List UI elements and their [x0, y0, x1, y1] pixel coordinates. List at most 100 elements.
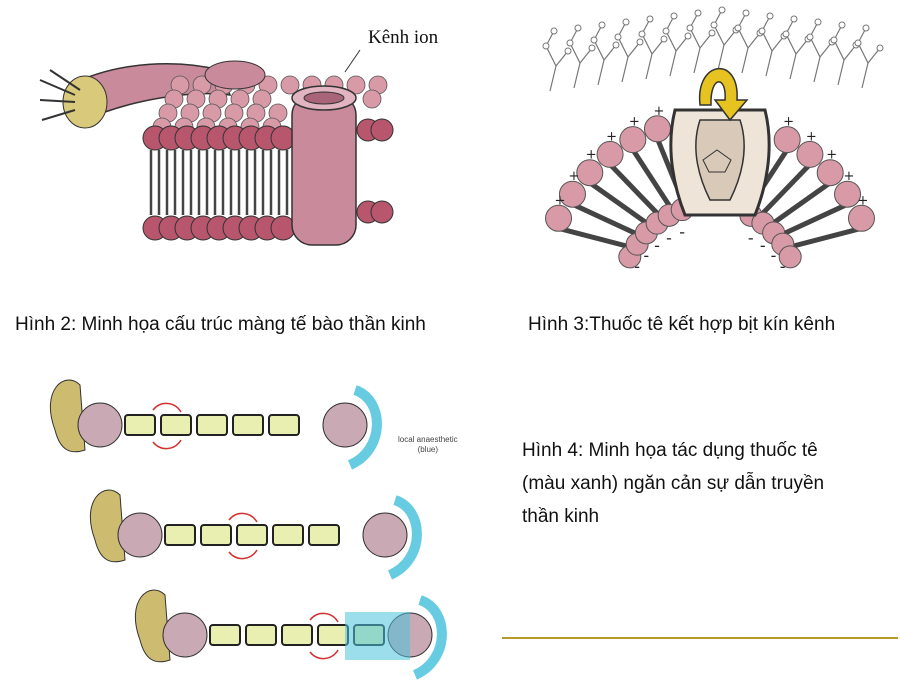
sugar-branch: [809, 21, 833, 83]
sugar-node: [766, 12, 774, 20]
minus-charge-icon: -: [666, 228, 672, 247]
lipid-tail: [571, 201, 639, 237]
lipid-head: [558, 180, 586, 208]
lipid-tails: [149, 150, 289, 215]
axon-cross-section: [362, 512, 408, 558]
impulse-arrow-icon: [152, 402, 182, 413]
sugar-node: [564, 47, 572, 55]
neuron-body: [49, 379, 86, 453]
membrane-structure-illustration: [39, 49, 394, 246]
myelin-segment: [232, 414, 264, 436]
sugar-branch: [665, 15, 689, 77]
sugar-branch: [785, 18, 809, 80]
minus-charge-icon: -: [643, 246, 649, 265]
sugar-branch: [569, 27, 593, 89]
sugar-branch: [593, 24, 617, 86]
myelin-segment: [272, 524, 304, 546]
sugar-node: [830, 36, 838, 44]
lipid-tail: [277, 150, 289, 215]
impulse-arrow-icon: [309, 612, 339, 623]
sugar-node: [718, 6, 726, 14]
sugar-node: [574, 24, 582, 32]
lipid-bilayer: [545, 115, 875, 269]
myelin-segment: [196, 414, 228, 436]
sugar-branch: [641, 18, 665, 80]
plus-charge-icon: +: [568, 169, 579, 184]
sugar-node: [542, 42, 550, 50]
plus-charge-icon: +: [629, 115, 640, 130]
sugar-node: [838, 21, 846, 29]
sugar-node: [662, 27, 670, 35]
axon-cross-section: [117, 512, 163, 558]
axon-cross-section: [77, 402, 123, 448]
impulse-arrow-icon: [309, 649, 339, 660]
lipid-tail: [781, 201, 849, 237]
local-anaesthetic-text: local anaesthetic: [398, 435, 458, 444]
sugar-branch: [833, 24, 857, 86]
sugar-node: [710, 21, 718, 29]
sugar-node: [694, 9, 702, 17]
minus-charge-icon: -: [627, 270, 633, 275]
ion-channel-label: Kênh ion: [368, 27, 439, 48]
myelin-segment: [268, 414, 300, 436]
sugar-node: [734, 24, 742, 32]
sugar-node: [638, 30, 646, 38]
anaesthetic-zone: [345, 612, 410, 660]
sugar-branch: [761, 15, 785, 77]
lipid-head: [346, 75, 366, 95]
myelin-segment: [236, 524, 268, 546]
lipid-bilayer-bottom: [142, 200, 394, 241]
lipid-head: [576, 159, 604, 187]
sugar-node: [742, 9, 750, 17]
minus-charge-icon: -: [771, 246, 777, 265]
lipid-head: [834, 180, 862, 208]
anaesthetic-blocking-channel-illustration: +++++++++++ -----------: [542, 6, 884, 275]
nerve-fiber-row: [49, 379, 382, 470]
minus-charge-icon: -: [748, 228, 754, 247]
sugar-node: [590, 36, 598, 44]
impulse-arrow-icon: [228, 512, 258, 523]
anaesthetic-cuff: [412, 595, 447, 680]
lipid-head: [596, 140, 624, 168]
plus-charge-icon: +: [826, 148, 837, 163]
lipid-head: [370, 200, 394, 224]
lipid-tail: [261, 150, 273, 215]
plus-charge-icon: +: [844, 169, 855, 184]
plus-charge-icon: +: [606, 129, 617, 144]
neuron-body: [134, 589, 171, 663]
lipid-tail: [772, 180, 832, 225]
sugar-node: [686, 24, 694, 32]
lipid-tail: [197, 150, 209, 215]
sugar-node: [854, 39, 862, 47]
plus-charge-icon: +: [555, 193, 566, 208]
sugar-node: [636, 38, 644, 46]
blocked-channel: [669, 108, 771, 217]
minus-charge-icon: -: [654, 236, 660, 255]
impulse-arrow-icon: [152, 439, 182, 450]
sugar-node: [612, 41, 620, 49]
sugar-node: [588, 44, 596, 52]
neuron-body: [89, 489, 126, 563]
nerve-fiber: [69, 63, 232, 121]
blue-text: (blue): [417, 445, 439, 454]
minus-charge-icon: -: [780, 257, 786, 275]
divider-line: [502, 637, 898, 639]
figure-2-caption: Hình 2: Minh họa cấu trúc màng tế bào th…: [15, 314, 426, 335]
sugar-branch: [617, 21, 641, 83]
lipid-tail: [789, 225, 863, 250]
plus-charge-icon: +: [653, 104, 664, 119]
lipid-head: [796, 140, 824, 168]
lipid-tail: [608, 162, 659, 215]
lipid-tail: [213, 150, 225, 215]
sugar-node: [622, 18, 630, 26]
sugar-node: [670, 12, 678, 20]
lipid-tail: [229, 150, 241, 215]
lipid-tail: [245, 150, 257, 215]
lipid-head: [280, 75, 300, 95]
sugar-node: [876, 44, 884, 52]
minus-charge-icon: -: [787, 270, 793, 275]
minus-charge-icon: -: [679, 223, 685, 242]
membrane-protein: [204, 60, 266, 90]
lipid-head: [545, 204, 573, 232]
axon-cross-section: [322, 402, 368, 448]
